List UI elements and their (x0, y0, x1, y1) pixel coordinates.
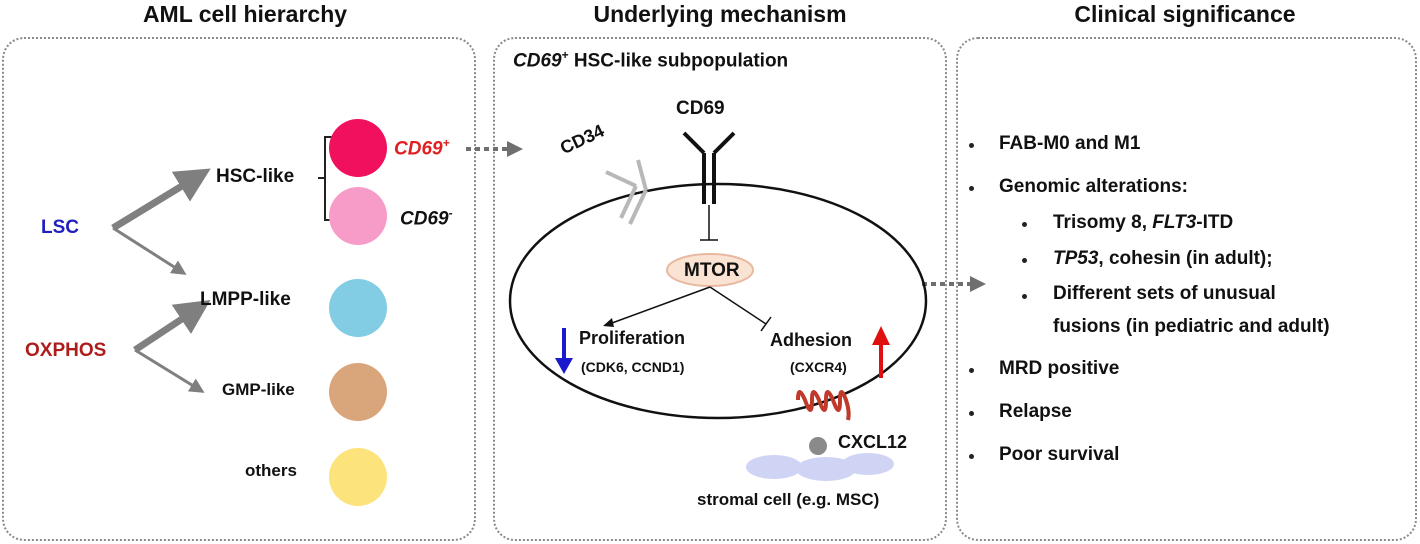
circle-gmp-like (329, 363, 387, 421)
item-survival: Poor survival (999, 444, 1120, 465)
label-others: others (245, 461, 297, 480)
cd69-positive-sup: + (442, 136, 450, 150)
circle-cd69-negative (329, 187, 387, 245)
trisomy-post: -ITD (1196, 212, 1234, 233)
mtor-to-proliferation (611, 286, 711, 324)
item-trisomy: Trisomy 8, FLT3-ITD (1053, 212, 1233, 234)
label-cd69-positive: CD69+ (394, 136, 450, 160)
cell-membrane (508, 182, 928, 420)
panel-underlying-mechanism (493, 37, 947, 541)
label-adhesion-genes: (CXCR4) (790, 359, 847, 375)
mechanism-subtitle-gene: CD69 (513, 50, 562, 72)
cd69-receptor-icon (682, 131, 736, 204)
label-cxcl12: CXCL12 (838, 432, 908, 452)
bullet-dot (969, 186, 974, 191)
label-cd69-negative: CD69- (400, 206, 453, 230)
panel-aml-hierarchy (2, 37, 476, 541)
cd69-negative-gene: CD69 (400, 208, 449, 230)
cd34-receptor-icon (605, 159, 648, 225)
trisomy-pre: Trisomy 8, (1053, 212, 1153, 233)
label-oxphos: OXPHOS (25, 340, 107, 361)
item-different-sets-line2: fusions (in pediatric and adult) (1053, 316, 1330, 337)
item-tp53: TP53, cohesin (in adult); (1053, 248, 1273, 270)
mechanism-subtitle-sup: + (561, 48, 569, 62)
mechanism-subtitle: CD69+ HSC-like subpopulation (513, 48, 788, 72)
arrow-up-icon (872, 326, 890, 378)
label-hsc-like: HSC-like (216, 166, 295, 187)
hsc-bracket (318, 136, 332, 221)
tp53-post: , cohesin (in adult); (1098, 248, 1273, 269)
label-lmpp-like: LMPP-like (200, 289, 291, 310)
trisomy-gene: FLT3 (1152, 212, 1197, 233)
inhibit-mtor-adhesion (709, 286, 772, 332)
label-proliferation-genes: (CDK6, CCND1) (581, 359, 685, 375)
circle-lmpp-like (329, 279, 387, 337)
stromal-cell-icon (746, 453, 894, 481)
arrow-down-icon (555, 328, 573, 374)
label-cd69: CD69 (676, 98, 725, 119)
label-mtor: MTOR (684, 260, 740, 281)
arrow-lsc-to-hsc (111, 168, 211, 231)
arrow-lsc-to-lmpp (112, 226, 187, 275)
item-fab: FAB-M0 and M1 (999, 133, 1141, 154)
sub-bullet-dot (1022, 294, 1027, 299)
item-genomic: Genomic alterations: (999, 176, 1188, 197)
sub-bullet-dot (1022, 258, 1027, 263)
bullet-dot (969, 454, 974, 459)
title-aml-hierarchy: AML cell hierarchy (142, 1, 348, 27)
item-relapse: Relapse (999, 401, 1072, 422)
bullet-dot (969, 368, 974, 373)
mtor-oval (666, 253, 754, 287)
arrow-oxphos-to-lmpp (133, 300, 211, 353)
panel-clinical-significance (956, 37, 1417, 541)
bullet-dot (969, 411, 974, 416)
cd69-positive-gene: CD69 (394, 138, 443, 160)
tp53-gene: TP53 (1053, 248, 1099, 269)
label-gmp-like: GMP-like (222, 380, 295, 399)
label-adhesion: Adhesion (770, 330, 853, 350)
item-different-sets-line1: Different sets of unusual (1053, 283, 1276, 304)
title-clinical-significance: Clinical significance (1074, 1, 1296, 27)
sub-bullet-dot (1022, 222, 1027, 227)
circle-cd69-positive (329, 119, 387, 177)
title-underlying-mechanism: Underlying mechanism (593, 1, 847, 27)
inhibit-cd69-mtor (700, 205, 718, 241)
label-stromal-cell: stromal cell (e.g. MSC) (697, 490, 880, 509)
label-lsc: LSC (41, 217, 79, 238)
mechanism-subtitle-rest: HSC-like subpopulation (568, 50, 789, 72)
cxcl12-ligand-icon (809, 437, 827, 455)
mtor-arrowhead (603, 318, 614, 327)
arrow-oxphos-to-gmp (134, 348, 205, 393)
cd69-negative-sup: - (448, 206, 453, 220)
cxcr4-receptor-icon (796, 390, 851, 421)
item-mrd: MRD positive (999, 358, 1120, 379)
bullet-dot (969, 143, 974, 148)
circle-others (329, 448, 387, 506)
label-proliferation: Proliferation (579, 328, 686, 348)
